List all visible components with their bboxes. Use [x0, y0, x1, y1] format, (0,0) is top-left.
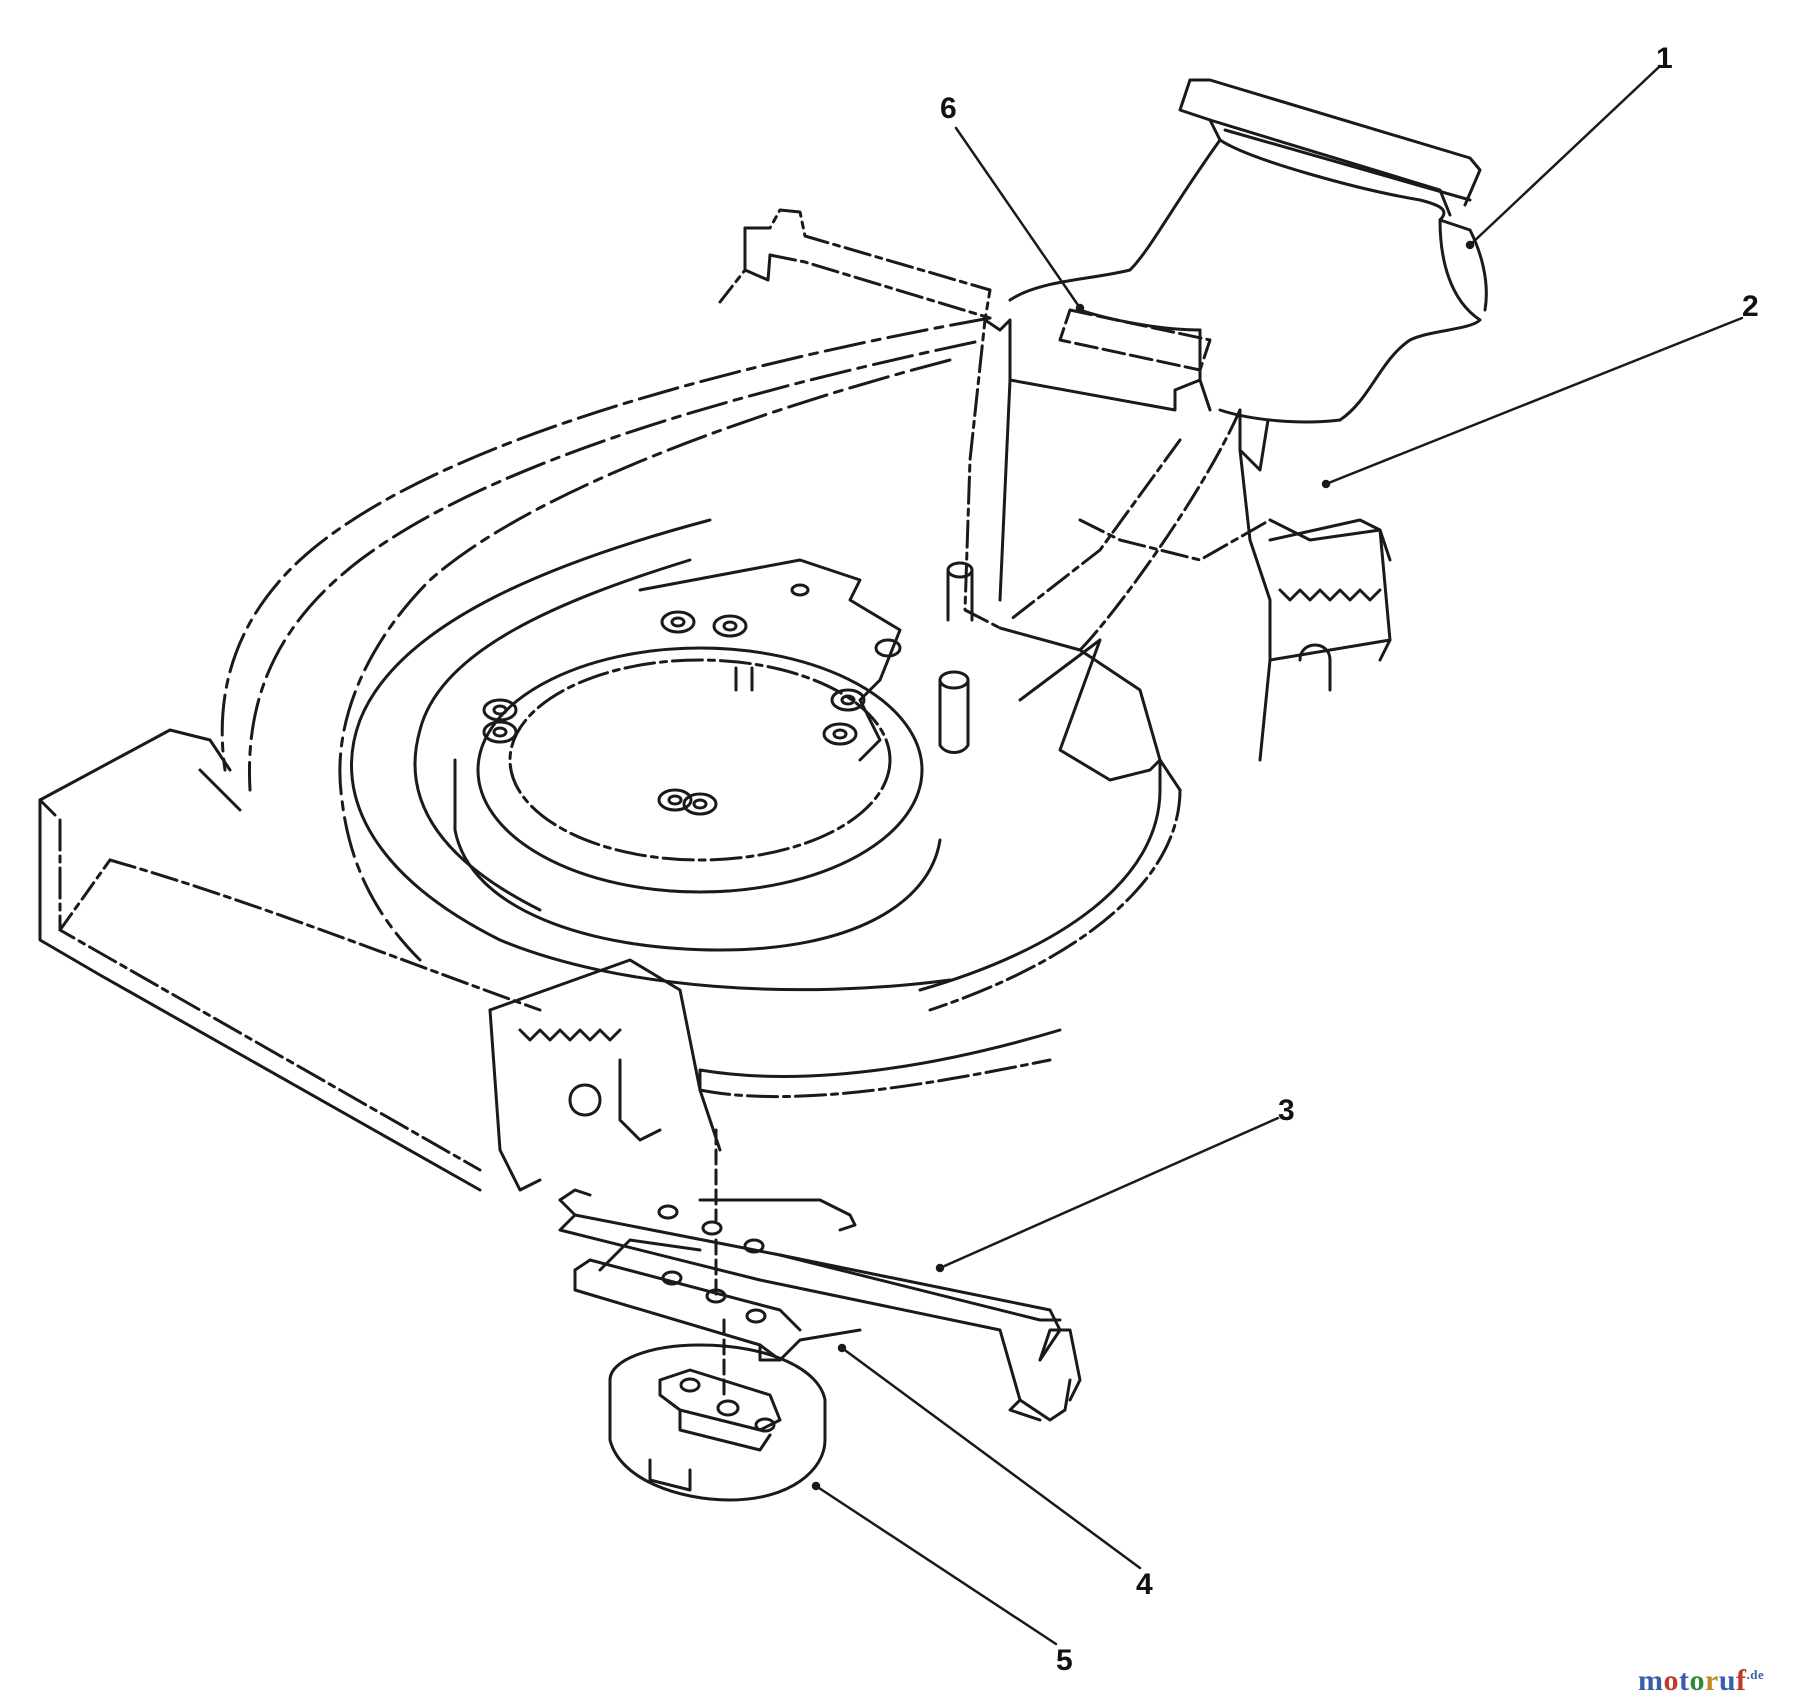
motoruf-watermark-logo: motoruf.de	[1638, 1664, 1765, 1697]
deck-housing	[38, 208, 1392, 1192]
callout-part-6: 6	[940, 92, 957, 125]
callout-part-1: 1	[1656, 42, 1673, 75]
part-6-deflector-plate	[1058, 308, 1212, 372]
part-5-blade-adapter	[608, 1343, 827, 1502]
leader-lines	[811, 64, 1744, 1646]
callout-part-3: 3	[1278, 1094, 1295, 1127]
callout-part-2: 2	[1742, 290, 1759, 323]
part-1-grass-chute	[1008, 78, 1488, 424]
part-4-blade-stiffener	[573, 1238, 862, 1362]
part-3-blade	[558, 1188, 1082, 1422]
mount-bolt-holes	[482, 583, 902, 816]
callout-part-4: 4	[1136, 1568, 1153, 1601]
callout-part-5: 5	[1056, 1644, 1073, 1677]
